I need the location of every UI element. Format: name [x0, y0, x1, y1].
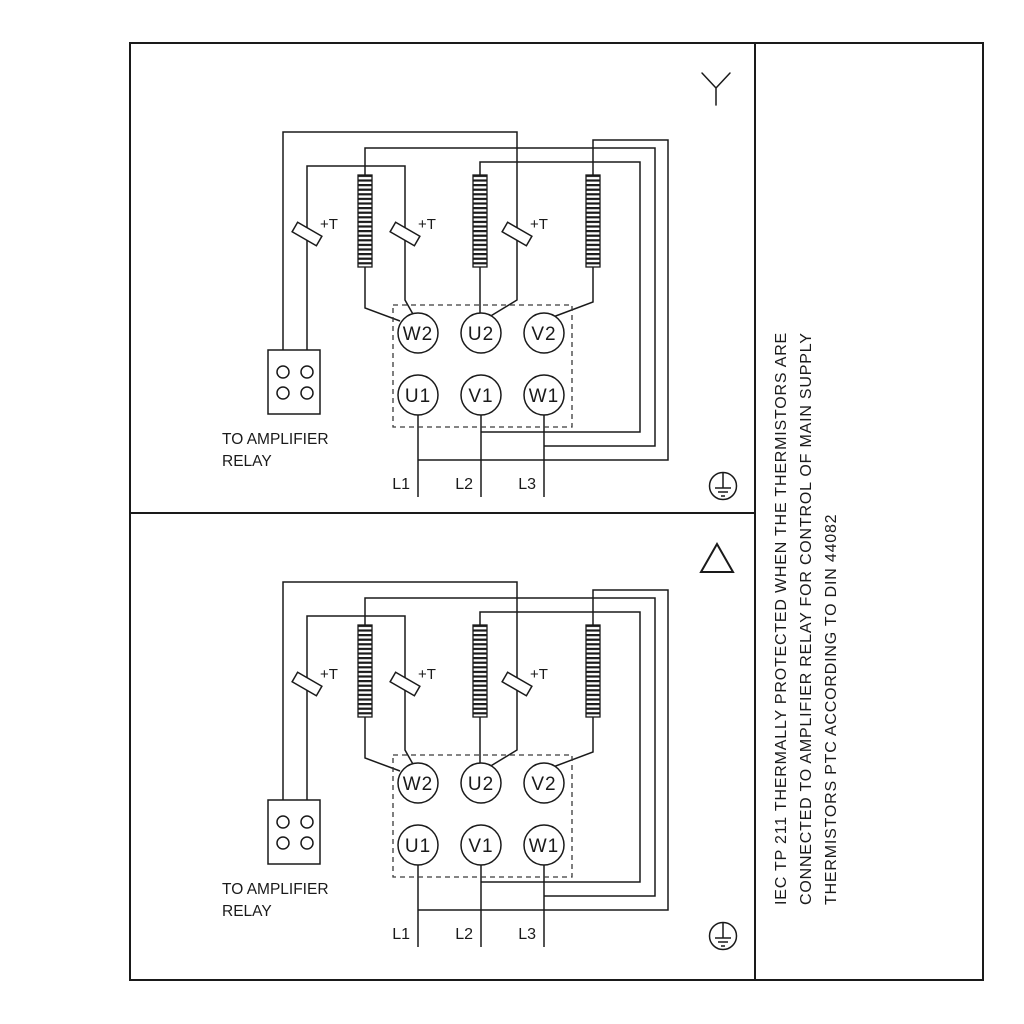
wire — [552, 717, 594, 768]
terminal-label: W2 — [403, 324, 434, 345]
terminal-label: U1 — [405, 386, 431, 407]
wire — [364, 147, 656, 447]
terminal-label: W1 — [529, 386, 560, 407]
thermistor-label: +T — [320, 666, 338, 683]
wire — [418, 139, 669, 461]
thermistor-label: +T — [530, 216, 548, 233]
relay-terminal — [276, 365, 290, 379]
ptc-thermistor-symbol — [291, 671, 323, 697]
terminal-label: U2 — [468, 774, 494, 795]
terminal-label: W2 — [403, 774, 434, 795]
panel-star: +T +T +T W2 U2 V2 U1 V1 W1 TO AMPLIFIER … — [222, 131, 738, 501]
terminal-label: V2 — [531, 774, 556, 795]
terminal-W1 — [523, 824, 565, 866]
wire — [364, 597, 656, 897]
relay-terminal — [300, 815, 314, 829]
relay-terminal — [276, 386, 290, 400]
wire — [282, 581, 518, 800]
panel-delta: +T +T +T W2 U2 V2 U1 V1 W1 TO AMPLIFIER … — [222, 581, 738, 951]
terminal-V1 — [460, 374, 502, 416]
terminal-W2 — [397, 312, 439, 354]
motor-winding — [472, 624, 488, 718]
terminal-label: V1 — [468, 836, 493, 857]
wire — [479, 611, 641, 883]
relay-terminal — [300, 365, 314, 379]
supply-line-label-L1: L1 — [392, 476, 410, 493]
relay-caption-line2: RELAY — [222, 453, 272, 470]
terminal-V1 — [460, 824, 502, 866]
wire — [418, 589, 669, 911]
relay-terminal — [300, 386, 314, 400]
supply-line-label-L3: L3 — [518, 926, 536, 943]
thermistor-label: +T — [418, 216, 436, 233]
terminal-board-outline — [392, 754, 573, 878]
terminal-U2 — [460, 762, 502, 804]
wire — [364, 717, 401, 772]
amplifier-relay-terminal-block — [267, 799, 321, 865]
note-line: CONNECTED TO AMPLIFIER RELAY FOR CONTROL… — [798, 332, 815, 905]
terminal-label: U2 — [468, 324, 494, 345]
relay-terminal — [300, 836, 314, 850]
relay-caption-line1: TO AMPLIFIER — [222, 881, 329, 898]
note-line: IEC TP 211 THERMALLY PROTECTED WHEN THE … — [773, 332, 790, 905]
terminal-board-outline — [392, 304, 573, 428]
wire — [479, 161, 641, 433]
earth-ground-icon — [708, 471, 738, 501]
ptc-thermistor-symbol — [389, 221, 421, 247]
supply-line-label-L2: L2 — [455, 476, 473, 493]
terminal-V2 — [523, 762, 565, 804]
thermistor-label: +T — [418, 666, 436, 683]
motor-winding — [585, 174, 601, 268]
terminal-W1 — [523, 374, 565, 416]
terminal-U1 — [397, 374, 439, 416]
note-line: THERMISTORS PTC ACCORDING TO DIN 44082 — [823, 514, 840, 905]
terminal-label: V1 — [468, 386, 493, 407]
relay-terminal — [276, 836, 290, 850]
thermistor-label: +T — [530, 666, 548, 683]
supply-line-label-L3: L3 — [518, 476, 536, 493]
relay-caption-line2: RELAY — [222, 903, 272, 920]
delta-connection-icon — [699, 541, 735, 573]
wire — [552, 267, 594, 318]
relay-caption-line1: TO AMPLIFIER — [222, 431, 329, 448]
terminal-label: U1 — [405, 836, 431, 857]
terminal-V2 — [523, 312, 565, 354]
terminal-U1 — [397, 824, 439, 866]
star-connection-icon — [701, 72, 731, 106]
motor-winding — [472, 174, 488, 268]
motor-winding — [357, 174, 373, 268]
sidebar-note: IEC TP 211 THERMALLY PROTECTED WHEN THE … — [773, 332, 840, 905]
thermistor-label: +T — [320, 216, 338, 233]
motor-winding — [357, 624, 373, 718]
ptc-thermistor-symbol — [501, 221, 533, 247]
relay-terminal — [276, 815, 290, 829]
terminal-W2 — [397, 762, 439, 804]
terminal-U2 — [460, 312, 502, 354]
earth-ground-icon — [708, 921, 738, 951]
terminal-label: V2 — [531, 324, 556, 345]
motor-winding — [585, 624, 601, 718]
supply-line-label-L2: L2 — [455, 926, 473, 943]
amplifier-relay-terminal-block — [267, 349, 321, 415]
wire — [282, 131, 518, 350]
diagram-border — [129, 42, 984, 981]
ptc-thermistor-symbol — [501, 671, 533, 697]
terminal-label: W1 — [529, 836, 560, 857]
ptc-thermistor-symbol — [389, 671, 421, 697]
wire — [364, 267, 401, 322]
wiring — [282, 581, 669, 947]
supply-line-label-L1: L1 — [392, 926, 410, 943]
ptc-thermistor-symbol — [291, 221, 323, 247]
